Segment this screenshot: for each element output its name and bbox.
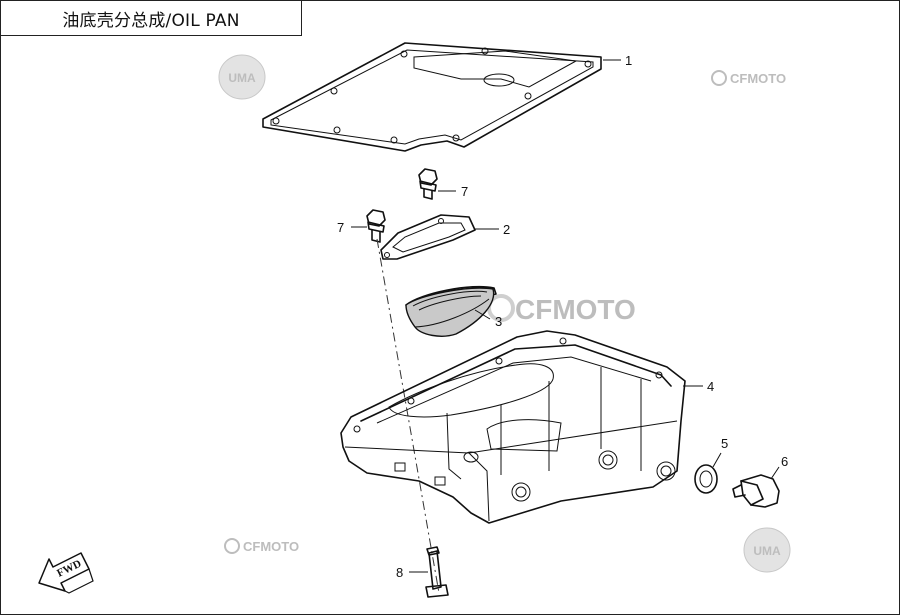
svg-text:CFMOTO: CFMOTO (243, 539, 299, 554)
cfmoto-watermark-bottom: CFMOTO (224, 538, 299, 554)
leader-line-6 (770, 466, 780, 480)
callout-3: 3 (495, 314, 502, 329)
callout-1: 1 (625, 53, 632, 68)
svg-text:CFMOTO: CFMOTO (730, 71, 786, 86)
callout-2: 2 (503, 222, 510, 237)
callout-6: 6 (781, 454, 788, 469)
uma-watermark-bottom: UMA (743, 527, 791, 573)
leader-line-5 (712, 452, 722, 468)
oil-strainer (405, 285, 497, 337)
flange-bolt-upper (418, 168, 438, 200)
long-bolt (425, 546, 449, 598)
callout-5: 5 (721, 436, 728, 451)
flange-bolt-left (366, 209, 386, 243)
svg-text:UMA: UMA (753, 544, 781, 558)
callout-4: 4 (707, 379, 714, 394)
drain-washer (694, 464, 718, 494)
title-box: 油底壳分总成/OIL PAN (1, 1, 302, 36)
svg-text:UMA: UMA (228, 71, 256, 85)
oil-pan-gasket (262, 42, 602, 152)
fwd-arrow-icon: FWD (38, 552, 94, 594)
callout-8: 8 (396, 565, 403, 580)
cfmoto-watermark-center: CFMOTO (487, 294, 636, 325)
diagram-title: 油底壳分总成/OIL PAN (62, 10, 240, 31)
callout-7-left: 7 (337, 220, 344, 235)
svg-text:CFMOTO: CFMOTO (515, 294, 636, 325)
cfmoto-watermark-top: CFMOTO (711, 70, 786, 86)
callout-7-upper: 7 (461, 184, 468, 199)
leader-line-3 (474, 309, 491, 320)
strainer-cover-plate (380, 214, 476, 260)
oil-pan-body (340, 330, 686, 524)
drain-plug (732, 474, 780, 508)
uma-watermark-top: UMA (218, 54, 266, 100)
